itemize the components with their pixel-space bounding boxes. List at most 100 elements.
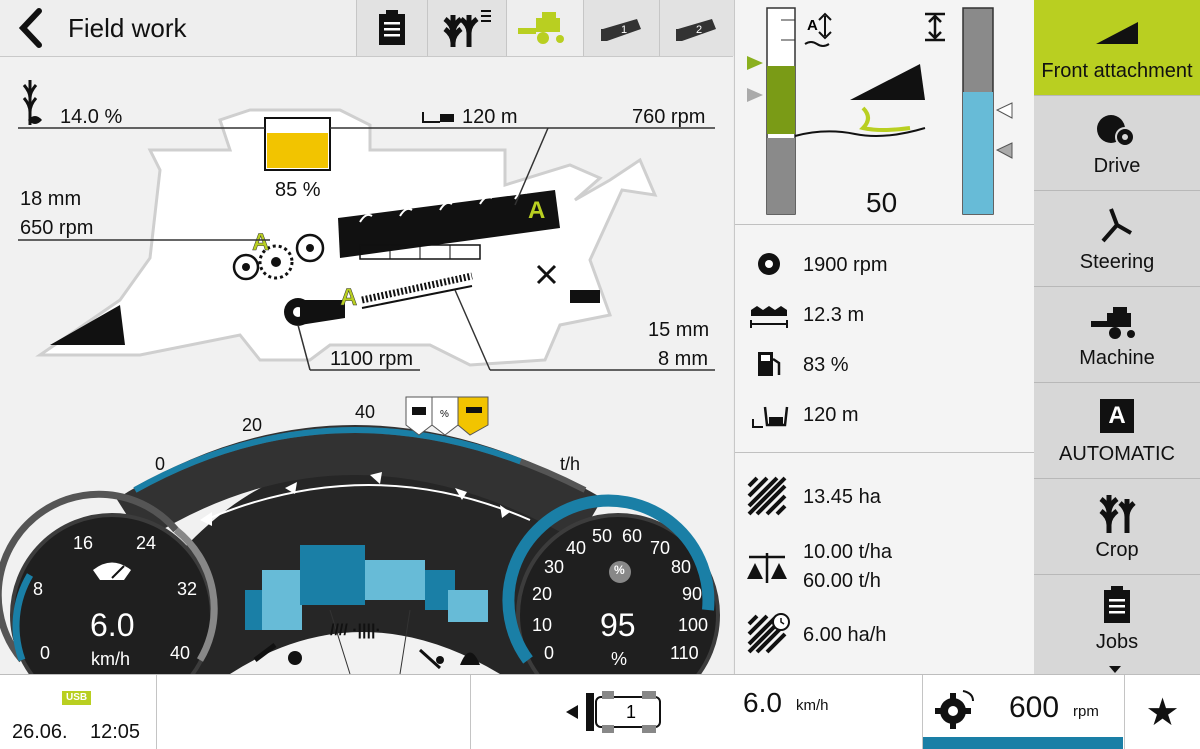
menu-item-machine[interactable]: Machine <box>1034 288 1200 383</box>
favorites-button[interactable]: ★ <box>1125 675 1200 749</box>
front-attachment-icon <box>1096 22 1138 44</box>
tractor-selector[interactable]: 1 <box>562 683 668 741</box>
menu-item-crop[interactable]: Crop <box>1034 480 1200 575</box>
date: 26.06. <box>12 721 68 743</box>
stat-yield: 10.00 t/ha 60.00 t/h <box>735 535 1035 595</box>
menu-label: Front attachment <box>1041 60 1193 82</box>
scale-icon <box>747 553 787 583</box>
tab-job-list[interactable] <box>356 0 427 56</box>
machine-view: A A A //// ·||||· <box>0 57 733 674</box>
scroll-down-icon[interactable] <box>1109 666 1121 673</box>
menu-item-jobs[interactable]: Jobs <box>1034 576 1200 666</box>
stat-engine-speed: 1900 rpm <box>735 240 1035 288</box>
tank-distance-icon <box>752 406 789 428</box>
speed-tick: 0 <box>40 643 51 663</box>
crop-icon <box>1099 495 1136 533</box>
pto-progress-bar <box>923 737 1123 749</box>
menu-label: AUTOMATIC <box>1059 443 1175 465</box>
load-tick: 10 <box>532 615 553 635</box>
pto-speed[interactable]: 600 rpm <box>923 675 1123 749</box>
throughput-target-markers[interactable]: % <box>404 395 490 439</box>
speed-tick: 8 <box>33 579 44 599</box>
upper-sieve: 15 mm <box>648 319 710 341</box>
throughput-tick: 0 <box>155 454 166 474</box>
speed-unit: km/h <box>91 649 131 669</box>
height-auto-label: A <box>807 17 818 34</box>
time: 12:05 <box>90 721 141 743</box>
footer-speed-value: 6.0 <box>743 687 782 718</box>
cutting-width-icon <box>750 306 788 328</box>
area-icon <box>747 476 787 516</box>
camera-2-label: 2 <box>696 24 702 36</box>
jobs-icon <box>1104 586 1130 623</box>
back-button[interactable] <box>0 0 60 56</box>
speed-arc-fill <box>12 573 34 662</box>
tab-combine[interactable] <box>506 0 583 56</box>
load-arc-fill <box>502 494 715 664</box>
usb-label: USB <box>66 692 88 703</box>
crop-list-icon <box>443 10 491 47</box>
tank-distance-value: 120 m <box>803 404 859 426</box>
camera-1-label: 1 <box>621 24 627 36</box>
header-height-value: 50 <box>866 187 898 218</box>
load-icon-label: % <box>614 563 625 577</box>
combine-icon <box>518 12 564 44</box>
area-value: 13.45 ha <box>803 486 881 508</box>
menu-item-automatic[interactable]: A AUTOMATIC <box>1034 384 1200 479</box>
tractor-number: 1 <box>626 702 636 722</box>
moisture-value: 14.0 % <box>60 106 123 128</box>
automatic-icon: A <box>1100 399 1134 433</box>
clipboard-icon <box>379 10 405 45</box>
menu-item-front-attachment[interactable]: Front attachment <box>1034 0 1200 96</box>
throughput-value: 60.00 t/h <box>803 570 881 592</box>
menu-item-drive[interactable]: Drive <box>1034 96 1200 191</box>
speedometer-icon <box>93 562 131 580</box>
header-bar: Field work 1 2 <box>0 0 734 57</box>
load-tick: 40 <box>566 538 587 558</box>
auto-marker-sieve: A <box>340 284 357 311</box>
load-unit: % <box>611 649 628 669</box>
menu-label: Jobs <box>1095 631 1139 653</box>
page-title: Field work <box>68 13 187 43</box>
load-tick: 50 <box>592 526 613 546</box>
steering-icon <box>1101 208 1132 243</box>
speed-value: 6.0 <box>90 607 135 643</box>
fan-speed: 1100 rpm <box>330 348 414 370</box>
right-panel: A 50 1900 rpm 12.3 m 83 % 120 m 13.45 ha… <box>734 0 1035 674</box>
tab-camera-2[interactable]: 2 <box>659 0 734 56</box>
stat-area-rate: 6.00 ha/h <box>735 610 1035 658</box>
speed-tick: 32 <box>177 579 198 599</box>
engine-speed-value: 1900 rpm <box>803 254 888 276</box>
camera-icon: 1 <box>600 19 641 41</box>
tab-camera-1[interactable]: 1 <box>583 0 659 56</box>
engine-icon <box>758 253 780 275</box>
speed-tick: 16 <box>73 533 94 553</box>
loss-distribution-bars <box>245 545 488 630</box>
status-bar: USB 26.06. 12:05 1 6.0 km/h 600 rpm ★ <box>0 674 1200 749</box>
usb-badge: USB <box>62 691 92 705</box>
lower-sieve: 8 mm <box>658 348 708 370</box>
throughput-tick: 40 <box>355 402 376 422</box>
load-tick: 80 <box>671 557 692 577</box>
svg-text:%: % <box>440 409 449 420</box>
area-rate-value: 6.00 ha/h <box>803 624 887 646</box>
menu-item-steering[interactable]: Steering <box>1034 192 1200 287</box>
combine-diagram: A A A //// ·||||· <box>0 80 720 674</box>
tab-crop-list[interactable] <box>427 0 506 56</box>
drum-speed: 760 rpm <box>632 106 706 128</box>
menu-label: Crop <box>1095 539 1139 561</box>
area-rate-icon <box>747 613 790 654</box>
auto-marker-concave: A <box>252 229 269 256</box>
chevron-left-icon <box>566 705 578 719</box>
pto-speed-unit: rpm <box>1073 703 1099 720</box>
header-height-widget[interactable]: A 50 <box>735 0 1035 224</box>
pto-progress-fill <box>923 737 1123 749</box>
load-tick: 0 <box>544 643 555 663</box>
concave-gap: 18 mm <box>20 188 82 210</box>
yield-per-ha-value: 10.00 t/ha <box>803 541 892 563</box>
stat-tank-distance: 120 m <box>735 390 1035 438</box>
stat-fuel-level: 83 % <box>735 340 1035 388</box>
load-tick: 70 <box>650 538 671 558</box>
menu-label: Drive <box>1093 155 1141 177</box>
load-tick: 20 <box>532 584 553 604</box>
